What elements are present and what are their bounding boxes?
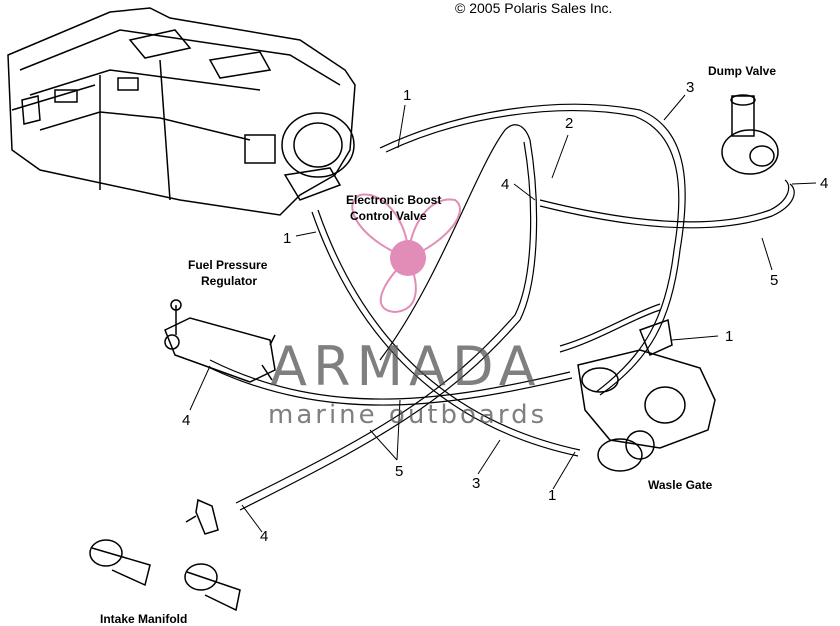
turbo-waste-gate [577, 318, 716, 472]
copyright-notice: © 2005 Polaris Sales Inc. [455, 0, 613, 16]
callout-5-right: 5 [770, 272, 779, 289]
callout-3-top: 3 [686, 79, 695, 96]
callout-leaders [189, 94, 817, 533]
fuel-pressure-label-line2: Regulator [201, 274, 258, 288]
callout-2: 2 [565, 115, 574, 132]
callout-1-bottom: 1 [548, 487, 557, 504]
boost-sensor [185, 498, 219, 535]
electronic-boost-control-valve [244, 112, 355, 201]
callout-1-left: 1 [283, 230, 292, 247]
callout-1-top: 1 [403, 87, 412, 104]
dump-valve-label: Dump Valve [708, 64, 777, 78]
electronic-boost-label-line1: Electronic Boost [346, 193, 442, 207]
callout-4-bottom: 4 [260, 528, 269, 545]
callout-5-bottom: 5 [395, 463, 404, 480]
fuel-pressure-label-line1: Fuel Pressure [188, 258, 268, 272]
fuel-pressure-regulator [164, 299, 276, 383]
callout-4-right: 4 [820, 175, 829, 192]
callout-1-turbo: 1 [725, 328, 734, 345]
callout-4-left: 4 [182, 412, 191, 429]
electronic-boost-label-line2: Control Valve [350, 209, 427, 223]
waste-gate-label: Wasle Gate [648, 478, 713, 492]
callout-3-bottom: 3 [472, 475, 481, 492]
engine-housing [7, 7, 356, 216]
intake-manifold-label: Intake Manifold [100, 612, 188, 626]
intake-manifold [89, 539, 241, 612]
watermark-subtitle: marine outboards [268, 400, 548, 430]
callout-4-center: 4 [501, 176, 510, 193]
watermark-title: ARMADA [270, 335, 542, 398]
dump-valve [721, 94, 779, 175]
hoses [205, 103, 795, 511]
watermark-logo [351, 193, 461, 314]
